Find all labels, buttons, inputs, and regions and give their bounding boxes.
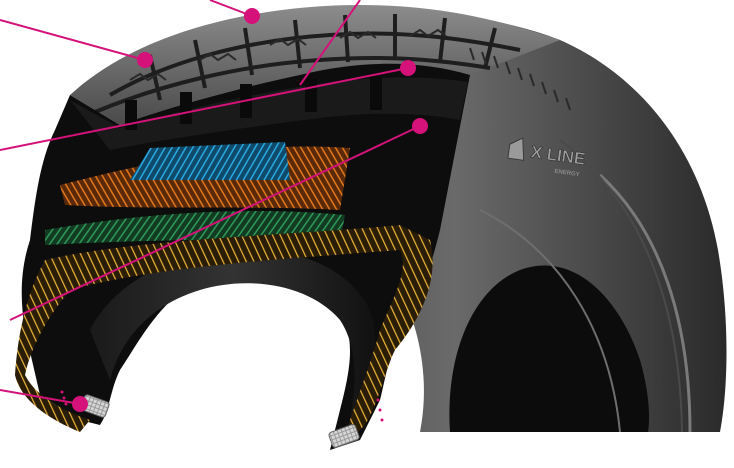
callout-dot-tread-block	[138, 53, 152, 67]
bead-right	[328, 424, 360, 449]
callout-dot-shoulder	[401, 61, 415, 75]
callout-dot-sidewall	[413, 119, 427, 133]
cutaway-section	[15, 64, 470, 450]
callout-dot-tread-top	[245, 9, 259, 23]
callout-line-tread-block	[0, 20, 145, 60]
callout-dot-bead	[73, 397, 87, 411]
